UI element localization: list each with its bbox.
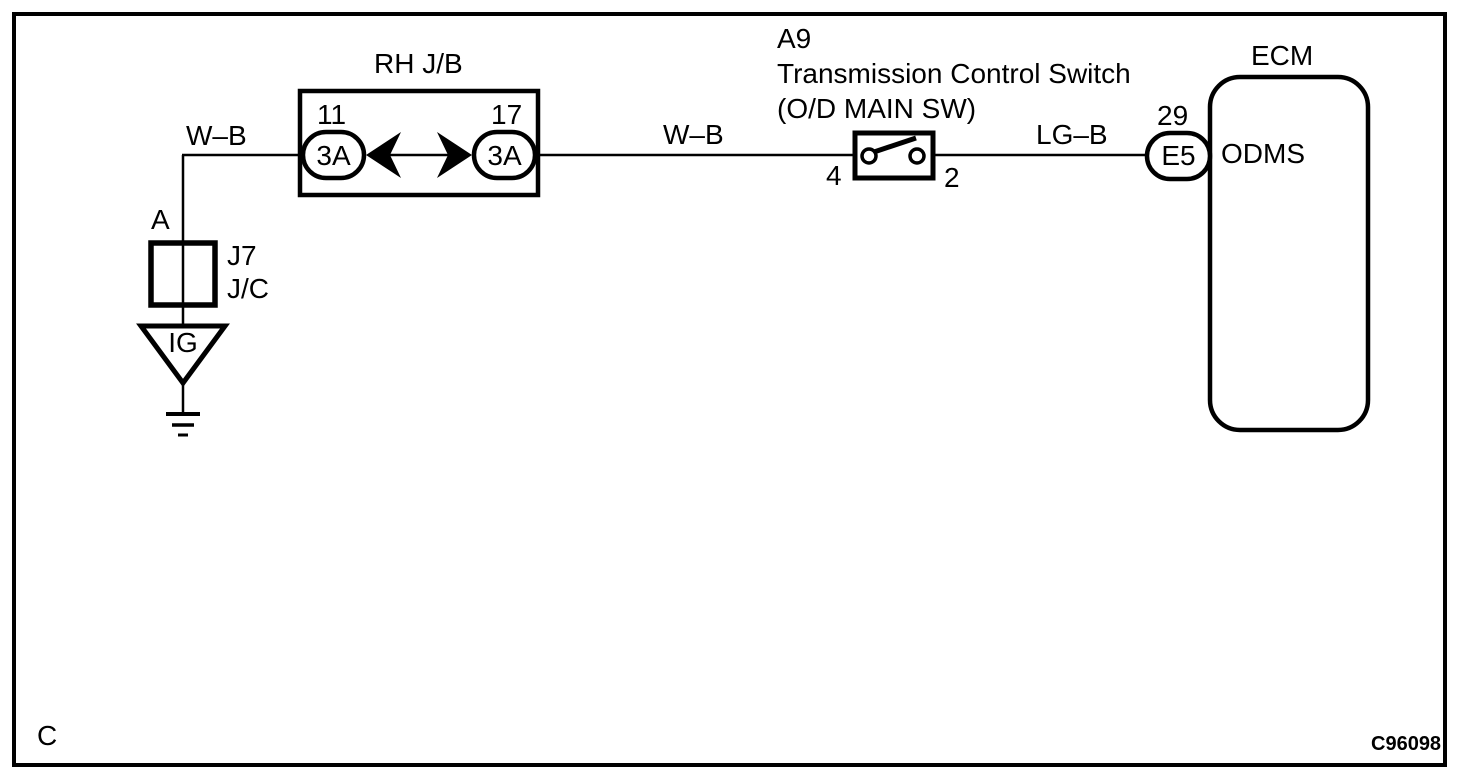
diagram-border-frame	[12, 12, 1447, 767]
ground-triangle-icon	[136, 323, 230, 388]
junction-block-pin-17: 17	[491, 99, 523, 130]
junction-connector-box	[148, 240, 218, 308]
junction-block-title: RH J/B	[374, 48, 463, 79]
junction-connector-id-label: J7	[227, 240, 257, 271]
switch-pin-4-label: 4	[826, 160, 842, 191]
connector-3a-left-label: 3A	[316, 140, 351, 171]
junction-arrow-left-icon	[366, 132, 401, 178]
junction-block-pin-11: 11	[317, 99, 347, 130]
connector-3a-left	[300, 129, 367, 181]
switch-name-label: Transmission Control Switch	[777, 58, 1131, 89]
footer-figure-code: C96098	[1371, 733, 1442, 755]
switch-alias-label: (O/D MAIN SW)	[777, 93, 977, 124]
switch-pin-2-label: 2	[944, 162, 960, 193]
switch-id-label: A9	[777, 23, 812, 54]
wire-label-wb-middle: W–B	[663, 119, 724, 150]
ground-branch-pin-a-label: A	[151, 204, 170, 235]
connector-e5	[1144, 130, 1213, 182]
wire-label-wb-left: W–B	[186, 120, 247, 151]
junction-block-box	[297, 88, 541, 198]
ground-ig-label: IG	[168, 327, 198, 358]
ecm-terminal-odms-label: ODMS	[1221, 138, 1305, 169]
connector-3a-right-label: 3A	[487, 140, 522, 171]
junction-arrow-right-icon	[437, 132, 472, 178]
connector-e5-label: E5	[1161, 140, 1196, 171]
wire-label-lgb: LG–B	[1036, 119, 1108, 150]
connector-3a-right	[471, 129, 538, 181]
junction-connector-type-label: J/C	[227, 273, 269, 304]
ecm-pin-29-label: 29	[1157, 100, 1189, 131]
switch-blade-icon	[873, 135, 917, 155]
ecm-title: ECM	[1251, 40, 1314, 71]
switch-terminal-left	[860, 147, 878, 165]
footer-page-letter: C	[37, 720, 58, 751]
switch-terminal-right	[908, 147, 926, 165]
ecm-box	[1207, 74, 1371, 433]
